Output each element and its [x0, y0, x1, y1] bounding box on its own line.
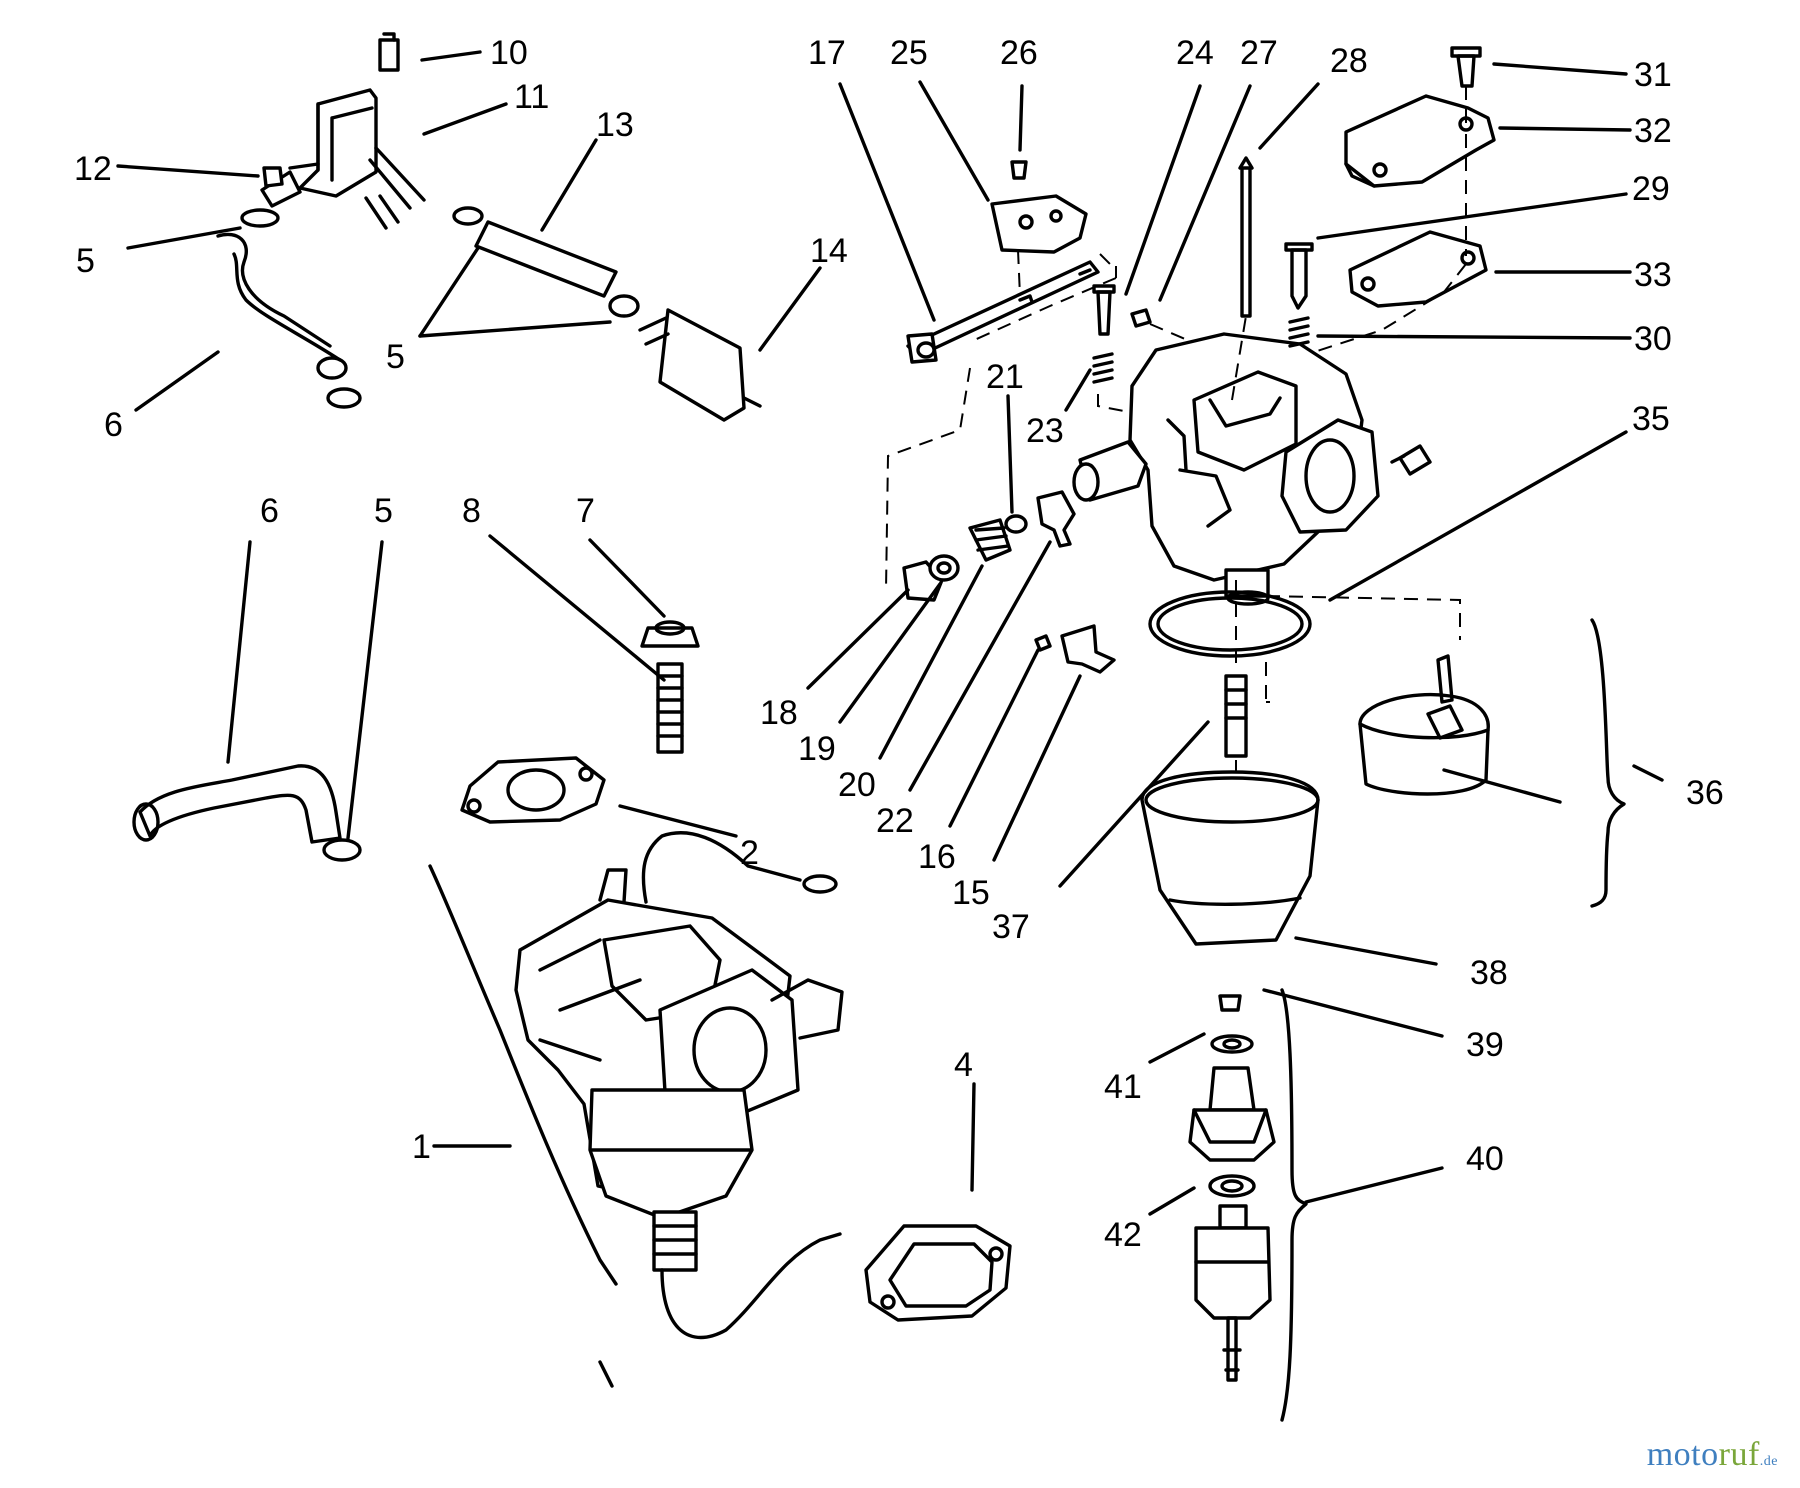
callout-5: 5	[374, 492, 393, 530]
callout-10: 10	[490, 34, 528, 72]
callout-21: 21	[986, 358, 1024, 396]
fuel-pump-group	[216, 32, 762, 422]
callout-28: 28	[1330, 42, 1368, 80]
callout-35: 35	[1632, 400, 1670, 438]
float-bowl-group	[1140, 580, 1626, 946]
callout-4: 4	[954, 1046, 973, 1084]
leader-lines	[116, 50, 1664, 1216]
intake-hose-group	[132, 620, 700, 862]
callout-18: 18	[760, 694, 798, 732]
callout-40: 40	[1466, 1140, 1504, 1178]
callout-22: 22	[876, 802, 914, 840]
callout-33: 33	[1634, 256, 1672, 294]
carburetor-assembly	[428, 756, 1012, 1340]
callout-16: 16	[918, 838, 956, 876]
throttle-shaft-group	[885, 160, 1193, 674]
callout-37: 37	[992, 908, 1030, 946]
callout-31: 31	[1634, 56, 1672, 94]
callout-24: 24	[1176, 34, 1214, 72]
callout-5: 5	[76, 242, 95, 280]
callout-19: 19	[798, 730, 836, 768]
callout-42: 42	[1104, 1216, 1142, 1254]
carburetor-body-upper	[1072, 46, 1496, 658]
motoruf-watermark: motoruf.de	[1646, 1436, 1778, 1473]
callout-32: 32	[1634, 112, 1672, 150]
callout-29: 29	[1632, 170, 1670, 208]
callout-38: 38	[1470, 954, 1508, 992]
drain-parts-group	[598, 988, 1308, 1422]
callout-30: 30	[1634, 320, 1672, 358]
callout-5: 5	[386, 338, 405, 376]
callout-2: 2	[740, 834, 759, 872]
callout-6: 6	[104, 406, 123, 444]
callout-labels: 10 11 12 13 5 5 6 14 6 5 8 7 2 1 4 17 25…	[74, 34, 1724, 1254]
callout-36: 36	[1686, 774, 1724, 812]
callout-15: 15	[952, 874, 990, 912]
callout-27: 27	[1240, 34, 1278, 72]
callout-25: 25	[890, 34, 928, 72]
callout-17: 17	[808, 34, 846, 72]
callout-39: 39	[1466, 1026, 1504, 1064]
callout-12: 12	[74, 150, 112, 188]
callout-23: 23	[1026, 412, 1064, 450]
callout-7: 7	[576, 492, 595, 530]
callout-20: 20	[838, 766, 876, 804]
callout-8: 8	[462, 492, 481, 530]
callout-1: 1	[412, 1128, 431, 1166]
callout-11: 11	[514, 78, 549, 116]
callout-6: 6	[260, 492, 279, 530]
callout-41: 41	[1104, 1068, 1142, 1106]
callout-26: 26	[1000, 34, 1038, 72]
callout-13: 13	[596, 106, 634, 144]
callout-14: 14	[810, 232, 848, 270]
